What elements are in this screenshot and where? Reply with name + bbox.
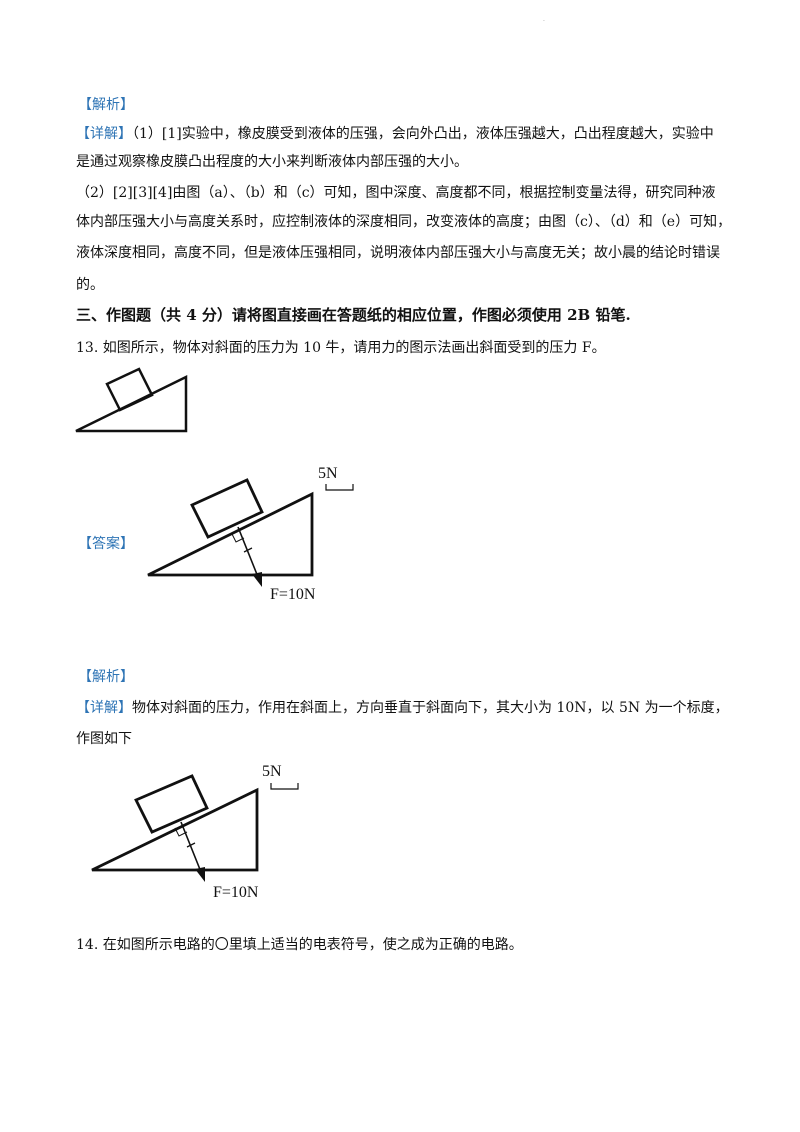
force-arrow-shaft [237, 526, 259, 578]
answer-tag: 【答案】 [78, 536, 134, 552]
question-incline-figure [75, 367, 188, 433]
detail-paragraph-line-4: 体内部压强大小与高度关系时，应控制液体的深度相同，改变液体的高度；由图（c）、（… [76, 214, 732, 230]
q13-detail-line-1: 【详解】物体对斜面的压力，作用在斜面上，方向垂直于斜面向下，其大小为 10N，以… [76, 700, 729, 716]
analysis-force-scale-tick [186, 842, 196, 848]
detail-paragraph-line-1: 【详解】（1）[1]实验中，橡皮膜受到液体的压强，会向外凸出，液体压强越大，凸出… [76, 126, 714, 142]
section-heading: 三、作图题（共 4 分）请将图直接画在答题纸的相应位置，作图必须使用 2B 铅笔… [76, 306, 631, 324]
force-label: F=10N [270, 586, 316, 603]
analysis-block [134, 774, 209, 834]
detail-paragraph-line-6: 的。 [76, 277, 104, 293]
detail-paragraph-line-2: 是通过观察橡皮膜凸出程度的大小来判断液体内部压强的大小。 [76, 154, 468, 170]
analysis-force-arrow-shaft [180, 821, 202, 873]
answer-block [190, 478, 264, 539]
q13-detail-tag: 【详解】 [76, 700, 132, 716]
analysis-force-arrowhead [195, 867, 205, 882]
detail-paragraph-line-5: 液体深度相同，高度不同，但是液体压强相同，说明液体内部压强大小与高度无关；故小晨… [76, 245, 720, 261]
scale-bar [325, 484, 354, 491]
force-arrowhead [252, 572, 262, 587]
question-14-text: 14. 在如图所示电路的〇里填上适当的电表符号，使之成为正确的电路。 [76, 937, 523, 953]
answer-incline-triangle [147, 491, 314, 577]
q13-analysis-tag: 【解析】 [78, 669, 134, 685]
analysis-scale-bar [270, 783, 299, 790]
analysis-force-diagram: 5N F=10N [91, 763, 299, 901]
block-on-incline [105, 367, 154, 412]
analysis-tag: 【解析】 [78, 97, 134, 113]
right-angle-mark [231, 533, 245, 543]
corner-mark: . [543, 16, 545, 23]
analysis-scale-label: 5N [262, 763, 282, 780]
q13-detail-line-2: 作图如下 [76, 731, 132, 747]
analysis-right-angle-mark [174, 827, 188, 837]
answer-force-diagram: 5N F=10N [147, 465, 354, 603]
analysis-incline-triangle [91, 787, 259, 872]
force-scale-tick [243, 547, 253, 553]
scale-label: 5N [318, 465, 338, 482]
question-13-text: 13. 如图所示，物体对斜面的压力为 10 牛，请用力的图示法画出斜面受到的压力… [76, 340, 606, 356]
analysis-force-label: F=10N [213, 884, 259, 901]
detail-paragraph-line-3: （2）[2][3][4]由图（a）、（b）和（c）可知，图中深度、高度都不同，根… [76, 185, 716, 201]
detail-tag: 【详解】 [76, 126, 132, 142]
